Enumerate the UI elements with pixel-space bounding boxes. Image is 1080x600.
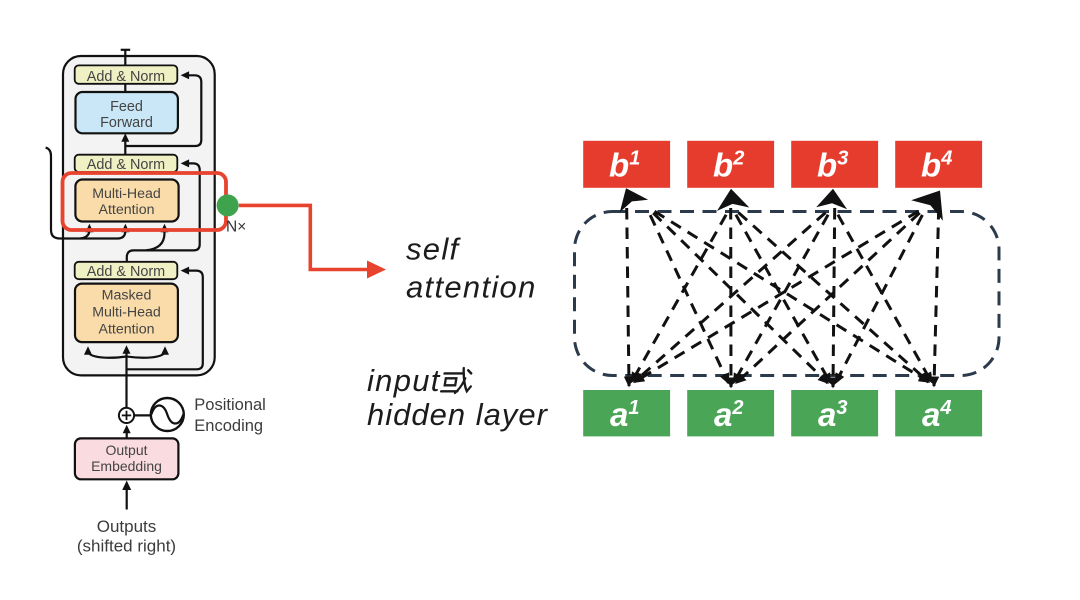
svg-text:N×: N×	[226, 219, 246, 236]
svg-text:Masked: Masked	[102, 288, 152, 304]
svg-text:Add & Norm: Add & Norm	[87, 69, 165, 85]
svg-text:attention: attention	[406, 270, 537, 305]
svg-text:Embedding: Embedding	[91, 458, 162, 474]
svg-text:hidden layer: hidden layer	[367, 397, 549, 432]
svg-text:input: input	[367, 363, 441, 398]
svg-text:Multi-Head: Multi-Head	[92, 305, 161, 321]
svg-text:(shifted right): (shifted right)	[77, 537, 176, 556]
svg-text:a1: a1	[610, 396, 639, 433]
svg-text:Forward: Forward	[100, 115, 153, 131]
svg-text:Add & Norm: Add & Norm	[87, 264, 165, 280]
svg-text:Encoding: Encoding	[194, 417, 263, 435]
svg-text:self: self	[406, 232, 462, 267]
svg-text:Outputs: Outputs	[97, 517, 157, 536]
svg-text:b4: b4	[921, 147, 952, 184]
svg-text:Positional: Positional	[194, 396, 266, 414]
svg-text:Multi-Head: Multi-Head	[92, 186, 161, 202]
svg-text:Feed: Feed	[110, 99, 143, 115]
svg-text:Attention: Attention	[98, 202, 154, 218]
svg-text:Output: Output	[105, 442, 147, 458]
svg-text:Attention: Attention	[98, 322, 154, 338]
svg-text:Add & Norm: Add & Norm	[87, 157, 165, 173]
